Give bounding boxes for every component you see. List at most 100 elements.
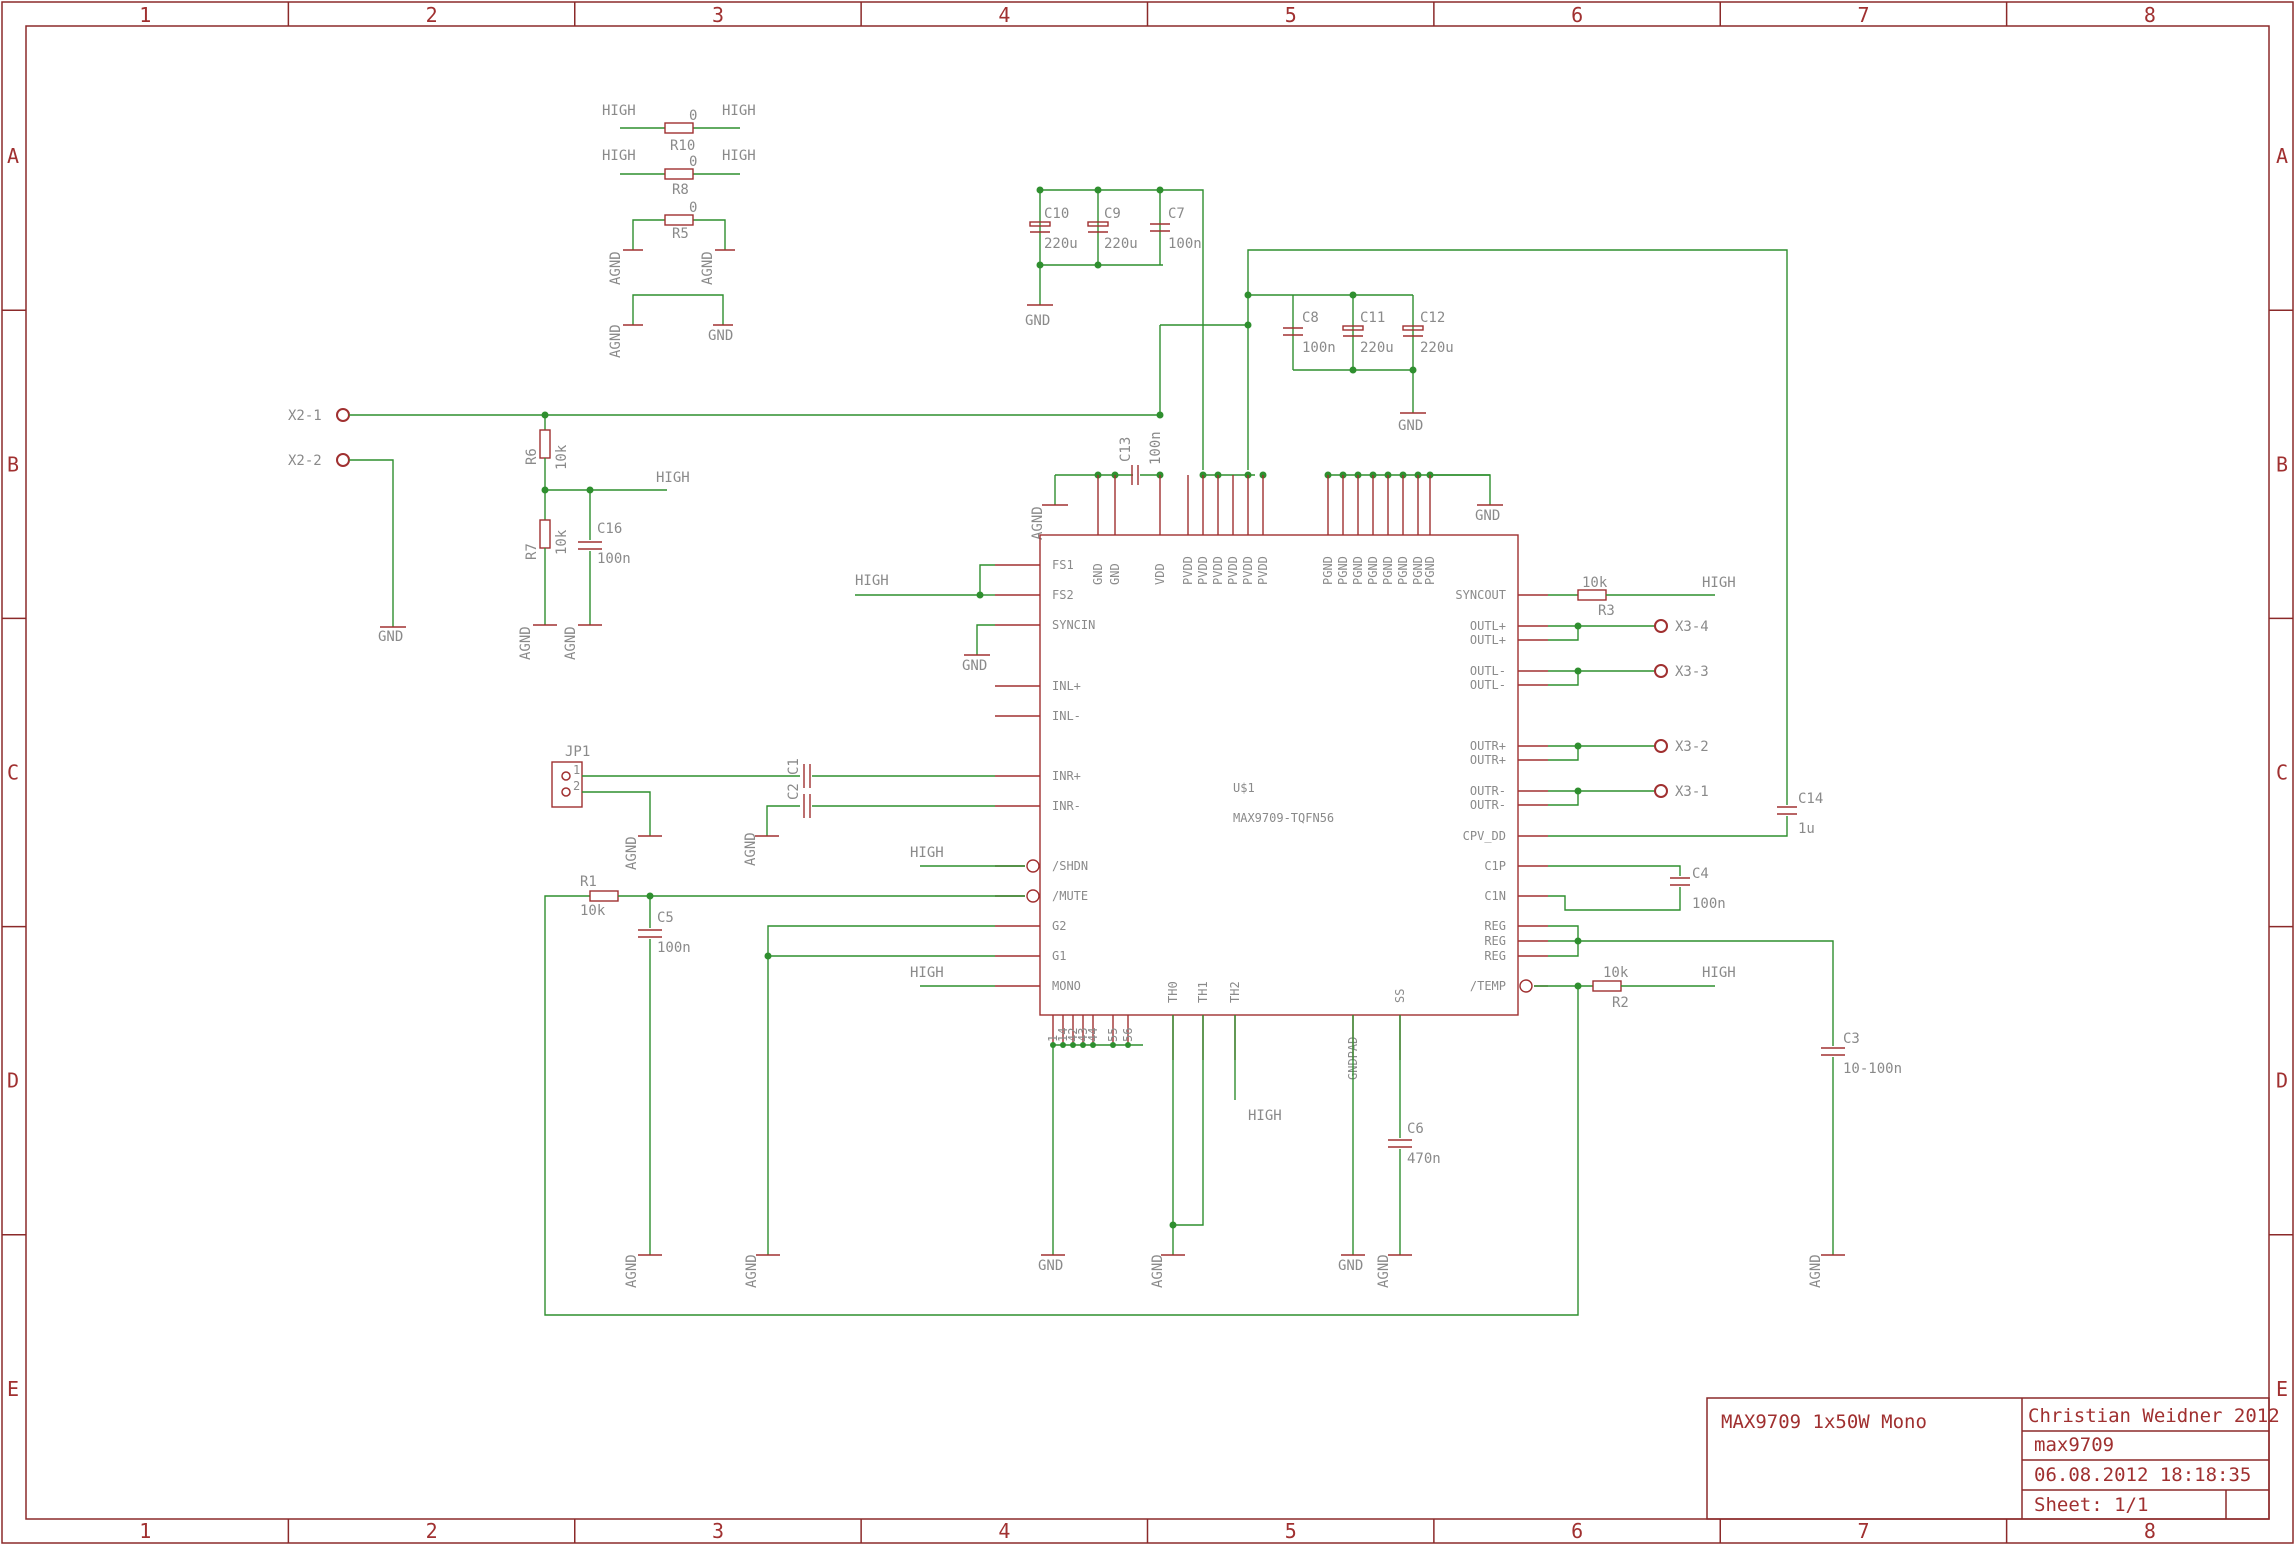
ic-pin-label: FS2 xyxy=(1052,588,1074,602)
grid-column-label: 5 xyxy=(1285,3,1297,27)
grid-column-label: 6 xyxy=(1571,1519,1583,1543)
ic-pin-label: INR- xyxy=(1052,799,1081,813)
r8-label: R8 xyxy=(672,182,689,198)
ic-pin-label: OUTL+ xyxy=(1470,633,1506,647)
grid-row-label: C xyxy=(7,761,19,785)
c6-label: C6 xyxy=(1407,1121,1424,1137)
c10-value: 220u xyxy=(1044,236,1078,252)
net-high-label: HIGH xyxy=(1248,1108,1282,1124)
c13-value: 100n xyxy=(1148,431,1164,465)
ic-top-wiring: AGND GND C13 100n xyxy=(1030,324,1503,540)
ic-pin-label: PGND xyxy=(1336,556,1350,585)
ic-pin-label: OUTR- xyxy=(1470,784,1506,798)
c3-label: C3 xyxy=(1843,1031,1860,1047)
net-high-label: HIGH xyxy=(602,103,636,119)
r7-label: R7 xyxy=(524,543,540,560)
grid-row-label: B xyxy=(7,452,19,476)
ic-pin-label: /MUTE xyxy=(1052,889,1088,903)
ic-pin-label: 14 xyxy=(1056,1028,1070,1042)
net-high-label: HIGH xyxy=(602,148,636,164)
ic-u1[interactable]: U$1 MAX9709-TQFN56 FS1FS2SYNCININL+INL-I… xyxy=(995,475,1548,1080)
ic-pin-label: 42 xyxy=(1066,1028,1080,1042)
r1-label: R1 xyxy=(580,874,597,890)
ic-pin-label: INL+ xyxy=(1052,679,1081,693)
x2-1-label: X2-1 xyxy=(288,408,322,424)
agnd-label: AGND xyxy=(624,1254,640,1288)
c5-value: 100n xyxy=(657,940,691,956)
grid-column-label: 2 xyxy=(426,3,438,27)
c9-label: C9 xyxy=(1104,206,1121,222)
grid-column-label: 3 xyxy=(712,3,724,27)
grid-row-label: C xyxy=(2276,761,2288,785)
ic-pin-label: REG xyxy=(1484,919,1506,933)
ic-pin-label: OUTR+ xyxy=(1470,739,1506,753)
ic-pin-label: INR+ xyxy=(1052,769,1081,783)
supply-caps-right[interactable]: C8 100n C11 220u C12 220u GND xyxy=(1244,249,1788,805)
author-label: Christian Weidner 2012 xyxy=(2028,1405,2280,1427)
r8-resistor[interactable]: HIGH HIGH 0 R8 xyxy=(602,148,756,198)
input-divider[interactable]: HIGH R6 10k R7 10k C16 100n AGND AGND xyxy=(518,411,690,661)
ic-pin-label: PVDD xyxy=(1211,556,1225,585)
agnd-label: AGND xyxy=(624,836,640,870)
grid-column-label: 8 xyxy=(2144,3,2156,27)
net-high-label: HIGH xyxy=(656,470,690,486)
c4-label: C4 xyxy=(1692,866,1709,882)
project-title: MAX9709 1x50W Mono xyxy=(1721,1411,1927,1433)
agnd-label: AGND xyxy=(518,626,534,660)
ic-pin-label: FS1 xyxy=(1052,558,1074,572)
r2-value: 10k xyxy=(1603,965,1629,981)
c7-label: C7 xyxy=(1168,206,1185,222)
ic-pin-label: PGND xyxy=(1381,556,1395,585)
ic-pin-label: OUTL- xyxy=(1470,664,1506,678)
grid-row-label: D xyxy=(7,1069,19,1093)
ic-pin-label: PVDD xyxy=(1226,556,1240,585)
date-label: 06.08.2012 18:18:35 xyxy=(2034,1464,2251,1486)
r10-resistor[interactable]: HIGH HIGH 0 R10 xyxy=(602,103,756,154)
agnd-label: AGND xyxy=(608,324,624,358)
c14-label: C14 xyxy=(1798,791,1823,807)
ic-pin-label: PGND xyxy=(1351,556,1365,585)
grid-row-label: A xyxy=(7,144,19,168)
ic-pin-label: 44 xyxy=(1086,1028,1100,1042)
c11-label: C11 xyxy=(1360,310,1385,326)
r1-value: 10k xyxy=(580,903,606,919)
agnd-label: AGND xyxy=(1808,1254,1824,1288)
c16-value: 100n xyxy=(597,551,631,567)
c8-label: C8 xyxy=(1302,310,1319,326)
x3-1-label: X3-1 xyxy=(1675,784,1709,800)
ic-name: U$1 xyxy=(1233,781,1255,795)
ic-pin-label: 56 xyxy=(1121,1028,1135,1042)
c16-label: C16 xyxy=(597,521,622,537)
grid-column-label: 4 xyxy=(998,3,1010,27)
ic-pin-label: 43 xyxy=(1076,1028,1090,1042)
ic-left-wiring: HIGH GND JP1 1 2 AGND C1 C2 AGND HIGH xyxy=(544,564,1579,1316)
ic-pin-label: PVDD xyxy=(1196,556,1210,585)
ic-pin-label: INL- xyxy=(1052,709,1081,723)
c9-value: 220u xyxy=(1104,236,1138,252)
agnd-label: AGND xyxy=(608,251,624,285)
grid-column-label: 8 xyxy=(2144,1519,2156,1543)
x2-2-label: X2-2 xyxy=(288,453,322,469)
ic-pin-label: G1 xyxy=(1052,949,1066,963)
supply-caps-left[interactable]: C10 220u C9 220u C7 100n GND xyxy=(1025,186,1204,471)
grid-column-label: 1 xyxy=(139,3,151,27)
r5-resistor[interactable]: 0 R5 AGND AGND xyxy=(608,200,735,285)
ic-pin-label: SYNCIN xyxy=(1052,618,1095,632)
net-high-label: HIGH xyxy=(1702,575,1736,591)
c5-label: C5 xyxy=(657,910,674,926)
ic-pin-label: OUTR- xyxy=(1470,798,1506,812)
c3-value: 10-100n xyxy=(1843,1061,1902,1077)
ic-pin-label: REG xyxy=(1484,934,1506,948)
gnd-label: GND xyxy=(1038,1258,1063,1274)
c7-value: 100n xyxy=(1168,236,1202,252)
x2-connector[interactable]: X2-1 X2-2 GND xyxy=(288,408,1160,645)
gnd-label: GND xyxy=(962,658,987,674)
ic-pin-label: TH0 xyxy=(1166,981,1180,1003)
agnd-label: AGND xyxy=(1376,1254,1392,1288)
ic-pin-label: TH1 xyxy=(1196,981,1210,1003)
c11-value: 220u xyxy=(1360,340,1394,356)
ic-pin-label: SS xyxy=(1393,989,1407,1003)
x3-4-label: X3-4 xyxy=(1675,619,1709,635)
